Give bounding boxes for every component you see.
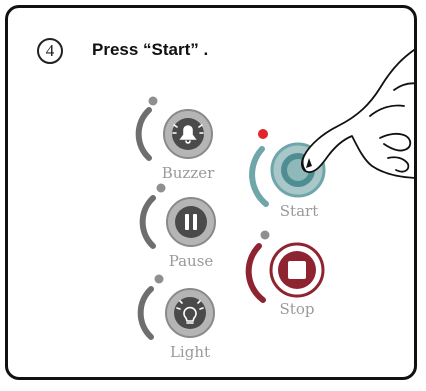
stop-icon bbox=[288, 261, 306, 279]
start-arc bbox=[249, 146, 269, 207]
pause-button[interactable] bbox=[139, 183, 216, 249]
light-button[interactable] bbox=[137, 274, 215, 340]
instruction-text: Press “Start” . bbox=[92, 40, 209, 59]
pause-icon bbox=[185, 214, 197, 230]
light-indicator-light bbox=[154, 274, 164, 284]
stop-label: Stop bbox=[279, 300, 315, 318]
buzzer-button[interactable] bbox=[135, 96, 213, 161]
pause-indicator-light bbox=[156, 183, 166, 193]
control-panel-illustration bbox=[135, 48, 414, 340]
step-number-badge: 4 bbox=[37, 38, 63, 64]
light-arc bbox=[137, 286, 154, 340]
stop-indicator-light bbox=[260, 230, 270, 240]
bell-icon bbox=[172, 124, 204, 144]
lightbulb-icon bbox=[176, 300, 204, 324]
stop-button[interactable] bbox=[245, 230, 325, 303]
start-label: Start bbox=[279, 202, 319, 220]
pause-arc bbox=[139, 195, 156, 249]
hand-pointer-illustration bbox=[301, 48, 414, 179]
pause-label: Pause bbox=[168, 252, 214, 270]
buzzer-indicator-light bbox=[148, 96, 158, 106]
panel-frame: 4 Press “Start” . Buzzer Pause Light Sta… bbox=[5, 5, 417, 380]
stop-arc bbox=[245, 243, 266, 303]
buzzer-arc bbox=[135, 107, 152, 161]
buzzer-label: Buzzer bbox=[161, 164, 215, 182]
start-indicator-light bbox=[258, 129, 268, 139]
light-label: Light bbox=[169, 343, 211, 361]
